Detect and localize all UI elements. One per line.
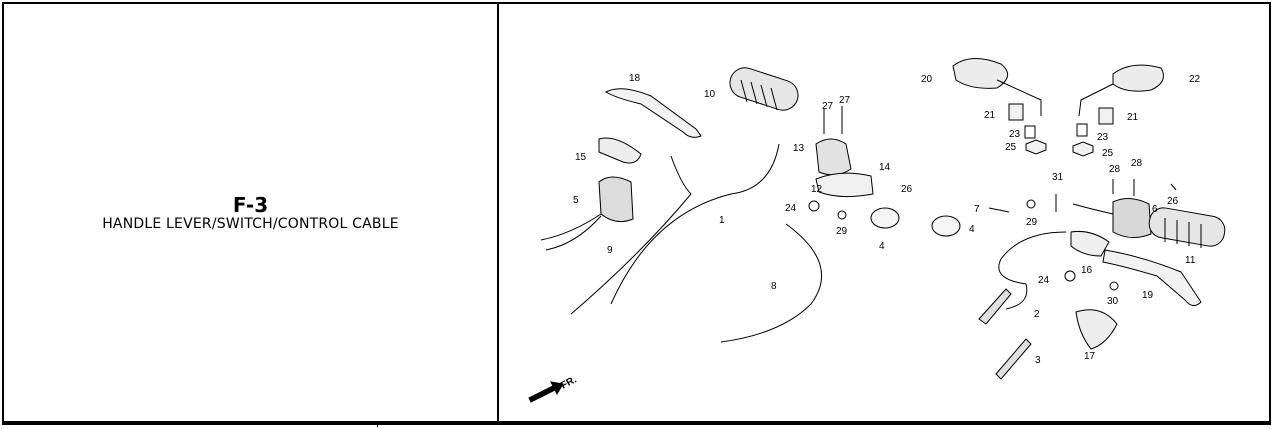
boot-3 (995, 338, 1032, 380)
right-switch (1112, 198, 1152, 238)
svg-text:4: 4 (879, 241, 885, 252)
svg-text:21: 21 (984, 110, 996, 121)
svg-text:26: 26 (1167, 196, 1179, 207)
svg-text:22: 22 (1189, 74, 1201, 85)
lever-cover (1075, 309, 1118, 350)
svg-text:29: 29 (836, 226, 848, 237)
table-divider (377, 423, 378, 427)
svg-text:2: 2 (1034, 309, 1040, 320)
brake-cable (998, 231, 1067, 310)
switch-cover (598, 137, 642, 164)
svg-text:31: 31 (1052, 172, 1064, 183)
mirror-left (952, 58, 1008, 89)
svg-text:30: 30 (1107, 296, 1119, 307)
lever-right (1102, 249, 1202, 306)
svg-text:28: 28 (1109, 164, 1121, 175)
figure-code: F-3 (232, 192, 269, 217)
svg-text:8: 8 (771, 281, 777, 292)
svg-text:21: 21 (1127, 112, 1139, 123)
svg-text:3: 3 (1035, 355, 1041, 366)
svg-text:25: 25 (1102, 148, 1114, 159)
svg-text:18: 18 (629, 73, 641, 84)
lever-left (604, 88, 702, 138)
choke-cable (720, 223, 823, 343)
svg-text:12: 12 (811, 184, 823, 195)
svg-text:14: 14 (879, 162, 891, 173)
svg-text:4: 4 (969, 224, 975, 235)
svg-text:6: 6 (1152, 204, 1158, 215)
right-grip (1148, 207, 1226, 248)
clamp-right (931, 215, 961, 237)
clamp-left (870, 207, 900, 229)
svg-text:23: 23 (1097, 132, 1109, 143)
title-panel: F-3 HANDLE LEVER/SWITCH/CONTROL CABLE (4, 4, 499, 421)
svg-text:13: 13 (793, 143, 805, 154)
svg-text:16: 16 (1081, 265, 1093, 276)
figure-title: HANDLE LEVER/SWITCH/CONTROL CABLE (102, 215, 399, 232)
svg-text:24: 24 (1038, 275, 1050, 286)
throttle-cable (570, 143, 780, 315)
svg-text:24: 24 (785, 203, 797, 214)
throttle-housing (815, 138, 852, 176)
svg-text:7: 7 (974, 204, 980, 215)
svg-text:23: 23 (1009, 129, 1021, 140)
table-rule (4, 421, 1269, 423)
svg-text:10: 10 (704, 89, 716, 100)
svg-text:25: 25 (1005, 142, 1017, 153)
switch-wire (540, 213, 602, 251)
svg-text:27: 27 (839, 95, 851, 106)
svg-text:19: 19 (1142, 290, 1154, 301)
brake-lever-mount (1070, 231, 1110, 257)
handlebar-clamp (815, 172, 874, 198)
svg-text:26: 26 (901, 184, 913, 195)
svg-text:27: 27 (822, 101, 834, 112)
svg-text:11: 11 (1185, 255, 1196, 266)
svg-text:28: 28 (1131, 158, 1143, 169)
front-arrow (528, 381, 564, 403)
svg-text:15: 15 (575, 152, 587, 163)
svg-text:17: 17 (1084, 351, 1096, 362)
svg-text:9: 9 (607, 245, 613, 256)
svg-text:1: 1 (719, 215, 725, 226)
mirror-right (1112, 64, 1164, 92)
svg-text:20: 20 (921, 74, 933, 85)
svg-text:29: 29 (1026, 217, 1038, 228)
svg-text:5: 5 (573, 195, 579, 206)
direction-label: FR. (559, 374, 579, 391)
left-switch (598, 176, 634, 223)
throttle-grip (729, 67, 799, 111)
boot-2 (978, 288, 1012, 325)
